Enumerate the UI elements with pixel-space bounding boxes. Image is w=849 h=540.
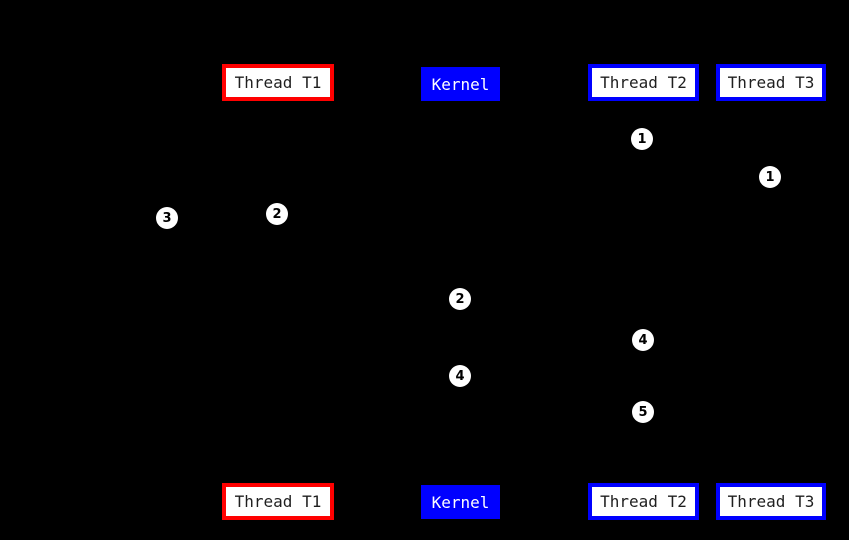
participant-kernel-top: Kernel — [421, 67, 500, 101]
step-marker-2-thread-t1: 2 — [266, 203, 288, 225]
step-marker-1-thread-t3: 1 — [759, 166, 781, 188]
participant-thread-t2-bottom: Thread T2 — [588, 483, 699, 520]
step-marker-1-thread-t2: 1 — [631, 128, 653, 150]
step-marker-4-thread-t2: 4 — [632, 329, 654, 351]
step-marker-3-left: 3 — [156, 207, 178, 229]
participant-kernel-bottom: Kernel — [421, 485, 500, 519]
step-marker-2-kernel: 2 — [449, 288, 471, 310]
participant-thread-t3-bottom: Thread T3 — [716, 483, 826, 520]
step-marker-5-thread-t2: 5 — [632, 401, 654, 423]
participant-thread-t3-top: Thread T3 — [716, 64, 826, 101]
step-marker-4-kernel: 4 — [449, 365, 471, 387]
participant-thread-t2-top: Thread T2 — [588, 64, 699, 101]
participant-thread-t1-bottom: Thread T1 — [222, 483, 334, 520]
participant-thread-t1-top: Thread T1 — [222, 64, 334, 101]
